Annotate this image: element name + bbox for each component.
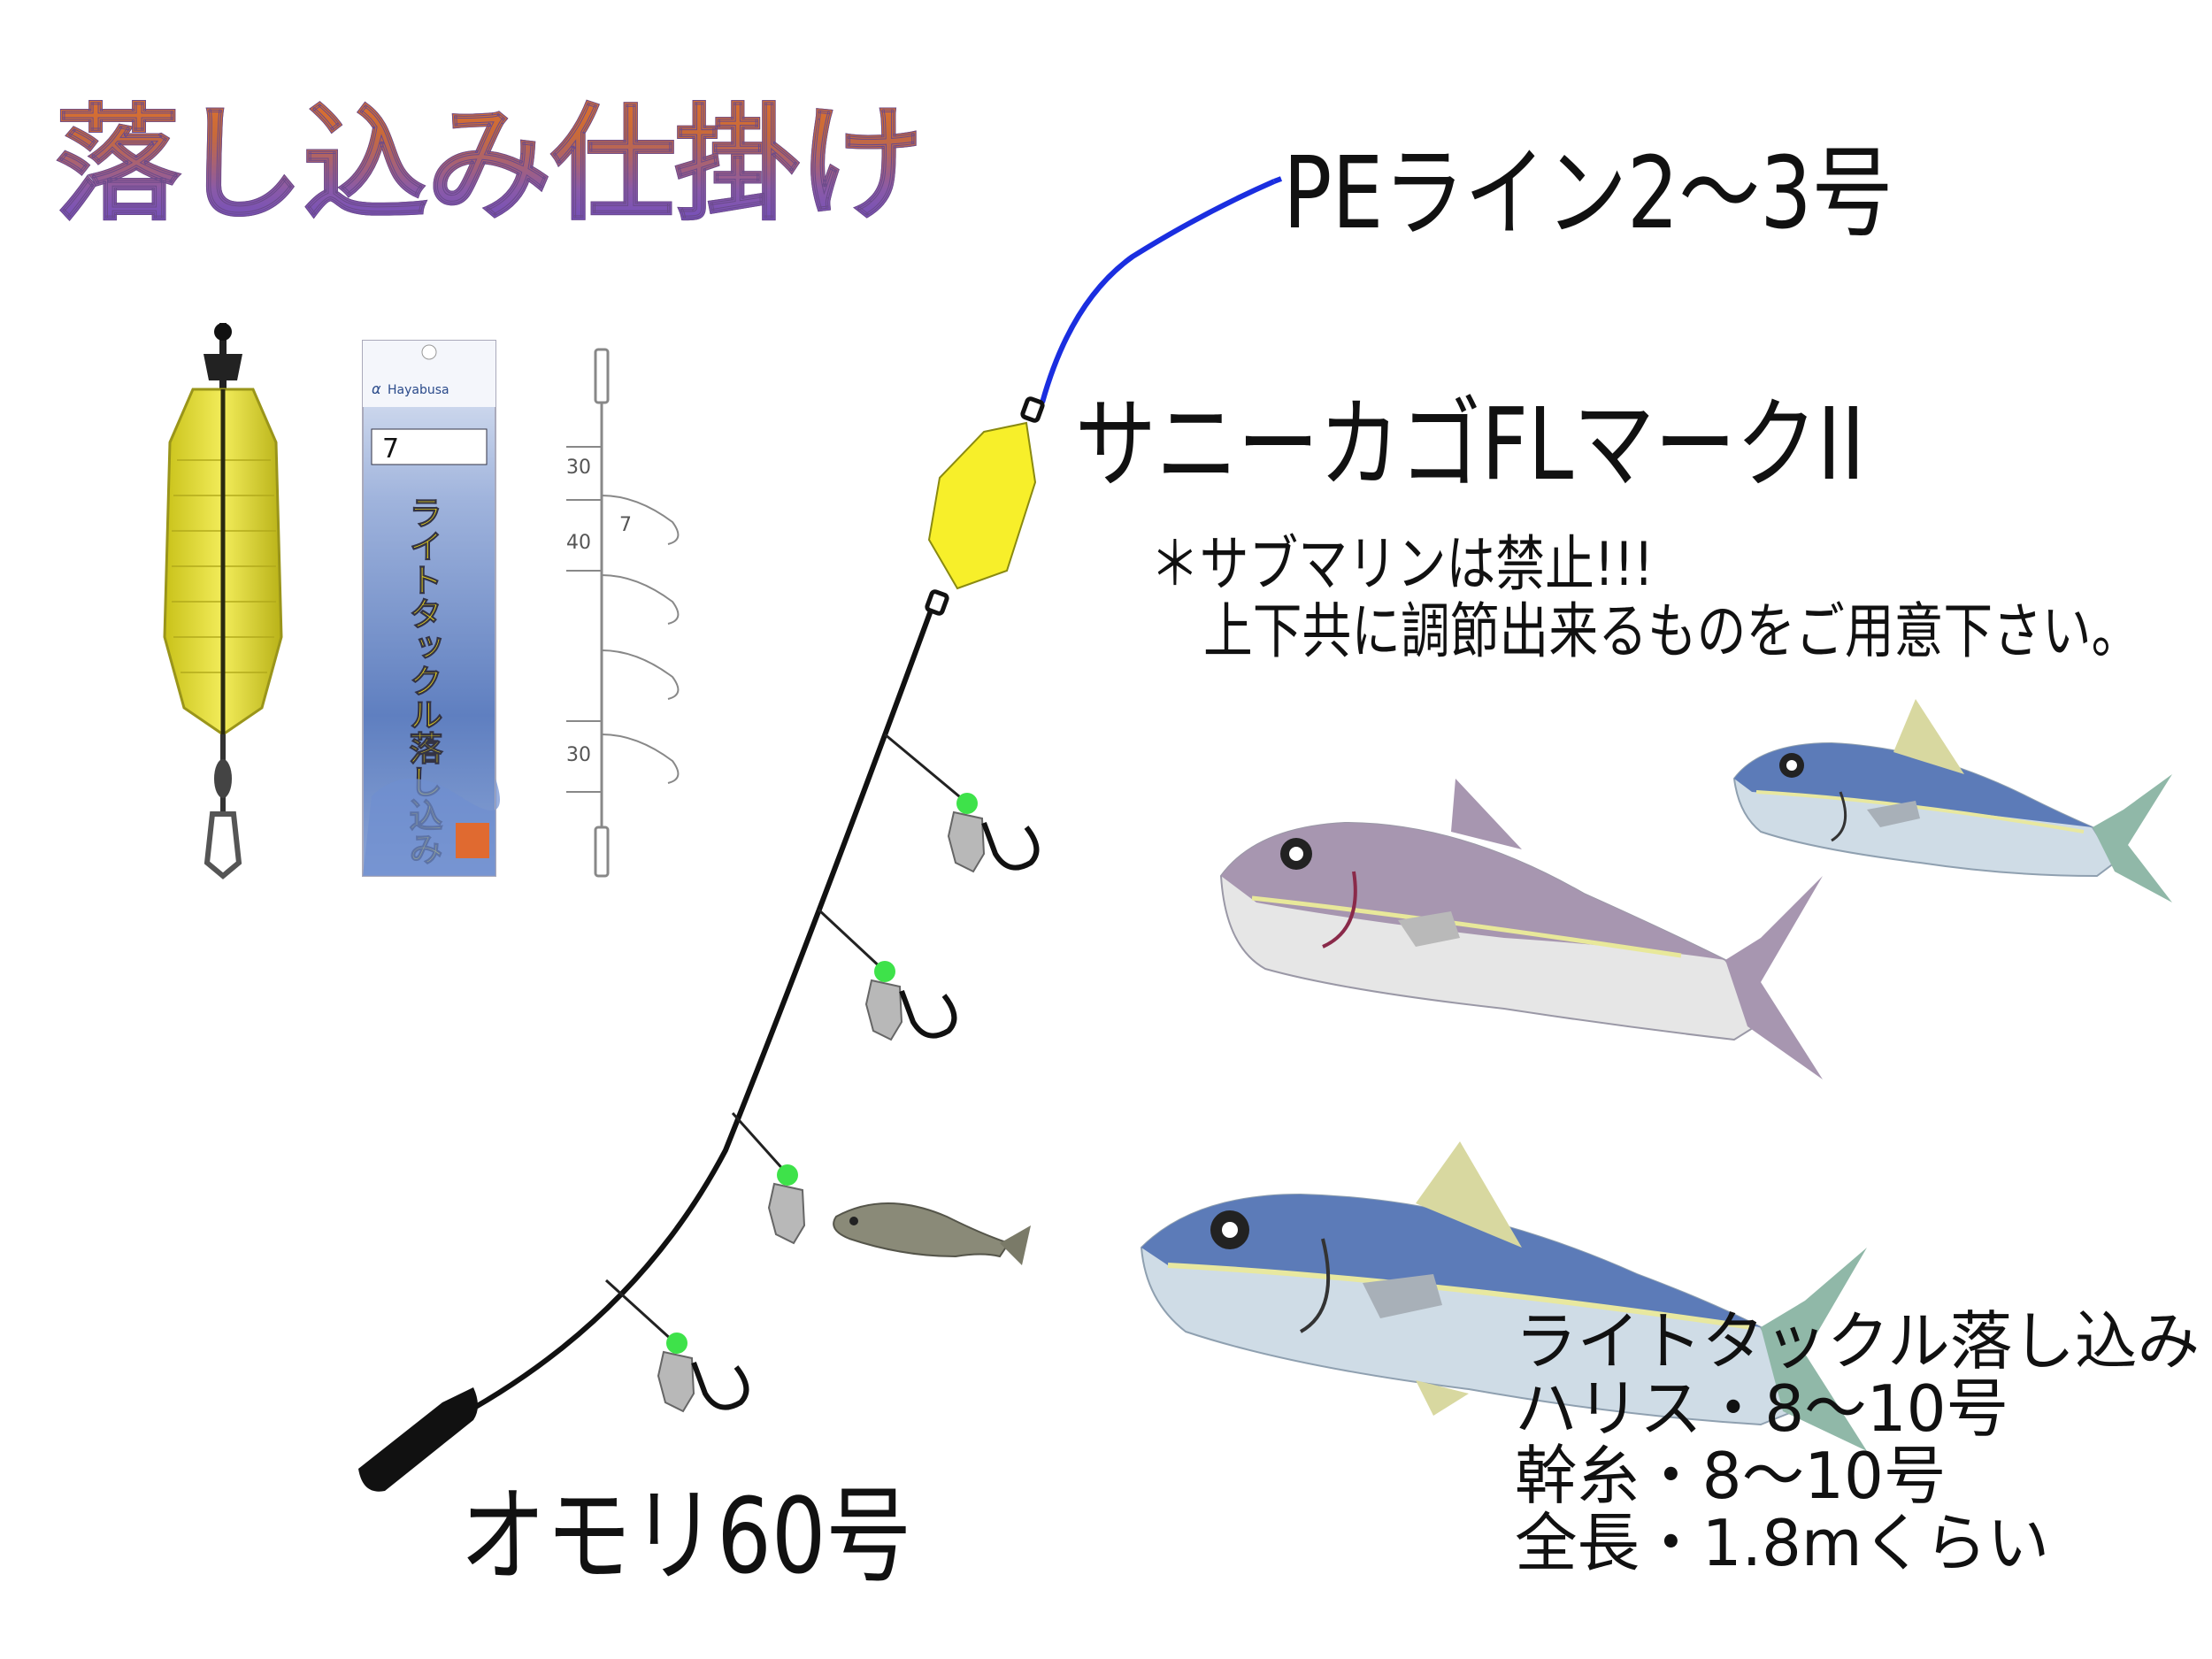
top-swivel — [1020, 396, 1045, 423]
spec-line-4: 全長・1.8mくらい — [1515, 1506, 2050, 1580]
spec-line-2: ハリス・8〜10号 — [1515, 1371, 2009, 1446]
hook-2 — [864, 961, 957, 1041]
fish-large-blue — [1140, 1141, 1867, 1451]
svg-text:α: α — [372, 380, 381, 397]
page-title: 落し込み仕掛け — [55, 62, 925, 244]
rig-schematic-photo — [566, 348, 680, 878]
pe-line-label: PEライン2〜3号 — [1283, 136, 1893, 251]
main-line — [458, 609, 933, 1418]
basket-label: サニーカゴFLマークII — [1075, 388, 1865, 503]
hook-1 — [947, 793, 1040, 873]
sunny-basket — [927, 421, 1037, 590]
sinker-label: オモリ60号 — [460, 1475, 912, 1597]
hook-4 — [657, 1333, 749, 1413]
sinker — [358, 1387, 478, 1492]
dim-mark-1: 30 — [566, 457, 591, 479]
dim-mark-2: 40 — [566, 532, 591, 554]
fish-small-blue — [1732, 699, 2172, 902]
hook-3 — [767, 1164, 806, 1245]
pe-line — [1040, 179, 1276, 403]
fish-purple — [1219, 779, 1823, 1079]
package-brand: Hayabusa — [388, 383, 449, 397]
package-size: 7 — [382, 434, 399, 465]
bottom-swivel — [925, 589, 949, 616]
spec-line-3: 幹糸・8〜10号 — [1515, 1439, 1947, 1513]
bait-fish — [833, 1202, 1031, 1265]
hook-branches — [604, 733, 965, 1342]
spec-line-1: ライトタックル落し込み — [1515, 1304, 2200, 1379]
rig-package-photo: α Hayabusa 7 ライトタックル落し込み — [362, 340, 500, 877]
basket-note-line1: ＊サブマリンは禁止!!! — [1150, 530, 1654, 600]
spec-block: ライトタックル落し込み ハリス・8〜10号 幹糸・8〜10号 全長・1.8mくら… — [1515, 1308, 2212, 1577]
basket-note-line2: 上下共に調節出来るものをご用意下さい。 — [1203, 597, 2141, 667]
dim-mark-4: 30 — [566, 744, 591, 766]
basket-photo — [163, 323, 283, 879]
dim-mark-3: 7 — [619, 514, 632, 536]
